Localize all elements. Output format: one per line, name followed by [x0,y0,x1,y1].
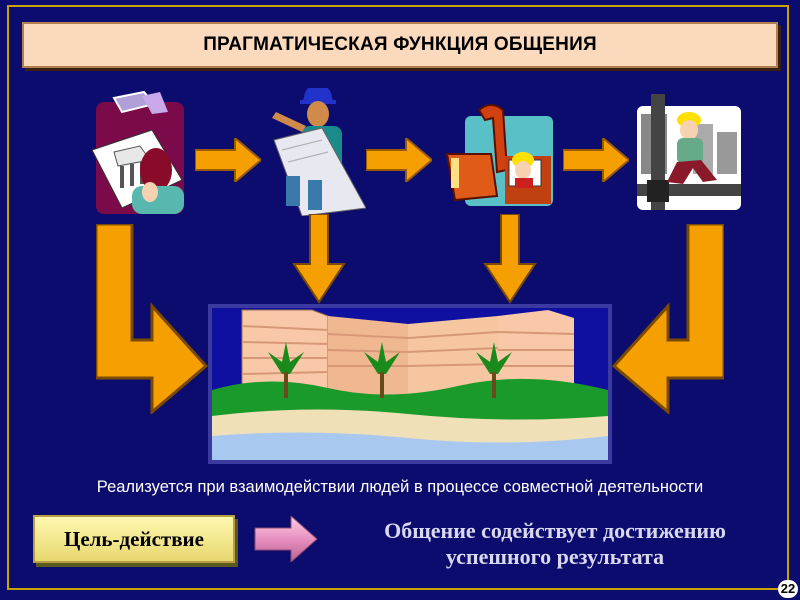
result-line-1: Общение содействует достижению [335,518,775,544]
page-number: 22 [778,580,798,598]
right-bent-arrow-icon [612,224,724,414]
goal-arrow-icon [253,516,319,562]
process-arrow-right-icon [366,138,432,182]
excavator-worker-icon [445,100,555,208]
process-arrow-right-icon [563,138,629,182]
down-arrow-icon [292,214,346,304]
down-arrow-icon [483,214,537,304]
caption-text: Реализуется при взаимодействии людей в п… [0,478,800,497]
construction-worker-icon [637,94,741,212]
architect-design-icon [92,90,188,216]
slide-title: ПРАГМАТИЧЕСКАЯ ФУНКЦИЯ ОБЩЕНИЯ [203,34,597,56]
left-bent-arrow-icon [96,224,208,414]
finished-building-icon [208,304,612,464]
result-text: Общение содействует достижению успешного… [335,518,775,570]
goal-box: Цель-действие [33,515,235,563]
goal-label: Цель-действие [64,527,204,552]
title-bar: ПРАГМАТИЧЕСКАЯ ФУНКЦИЯ ОБЩЕНИЯ [22,22,778,68]
engineer-blueprint-icon [262,88,366,216]
result-line-2: успешного результата [335,544,775,570]
process-arrow-right-icon [195,138,261,182]
